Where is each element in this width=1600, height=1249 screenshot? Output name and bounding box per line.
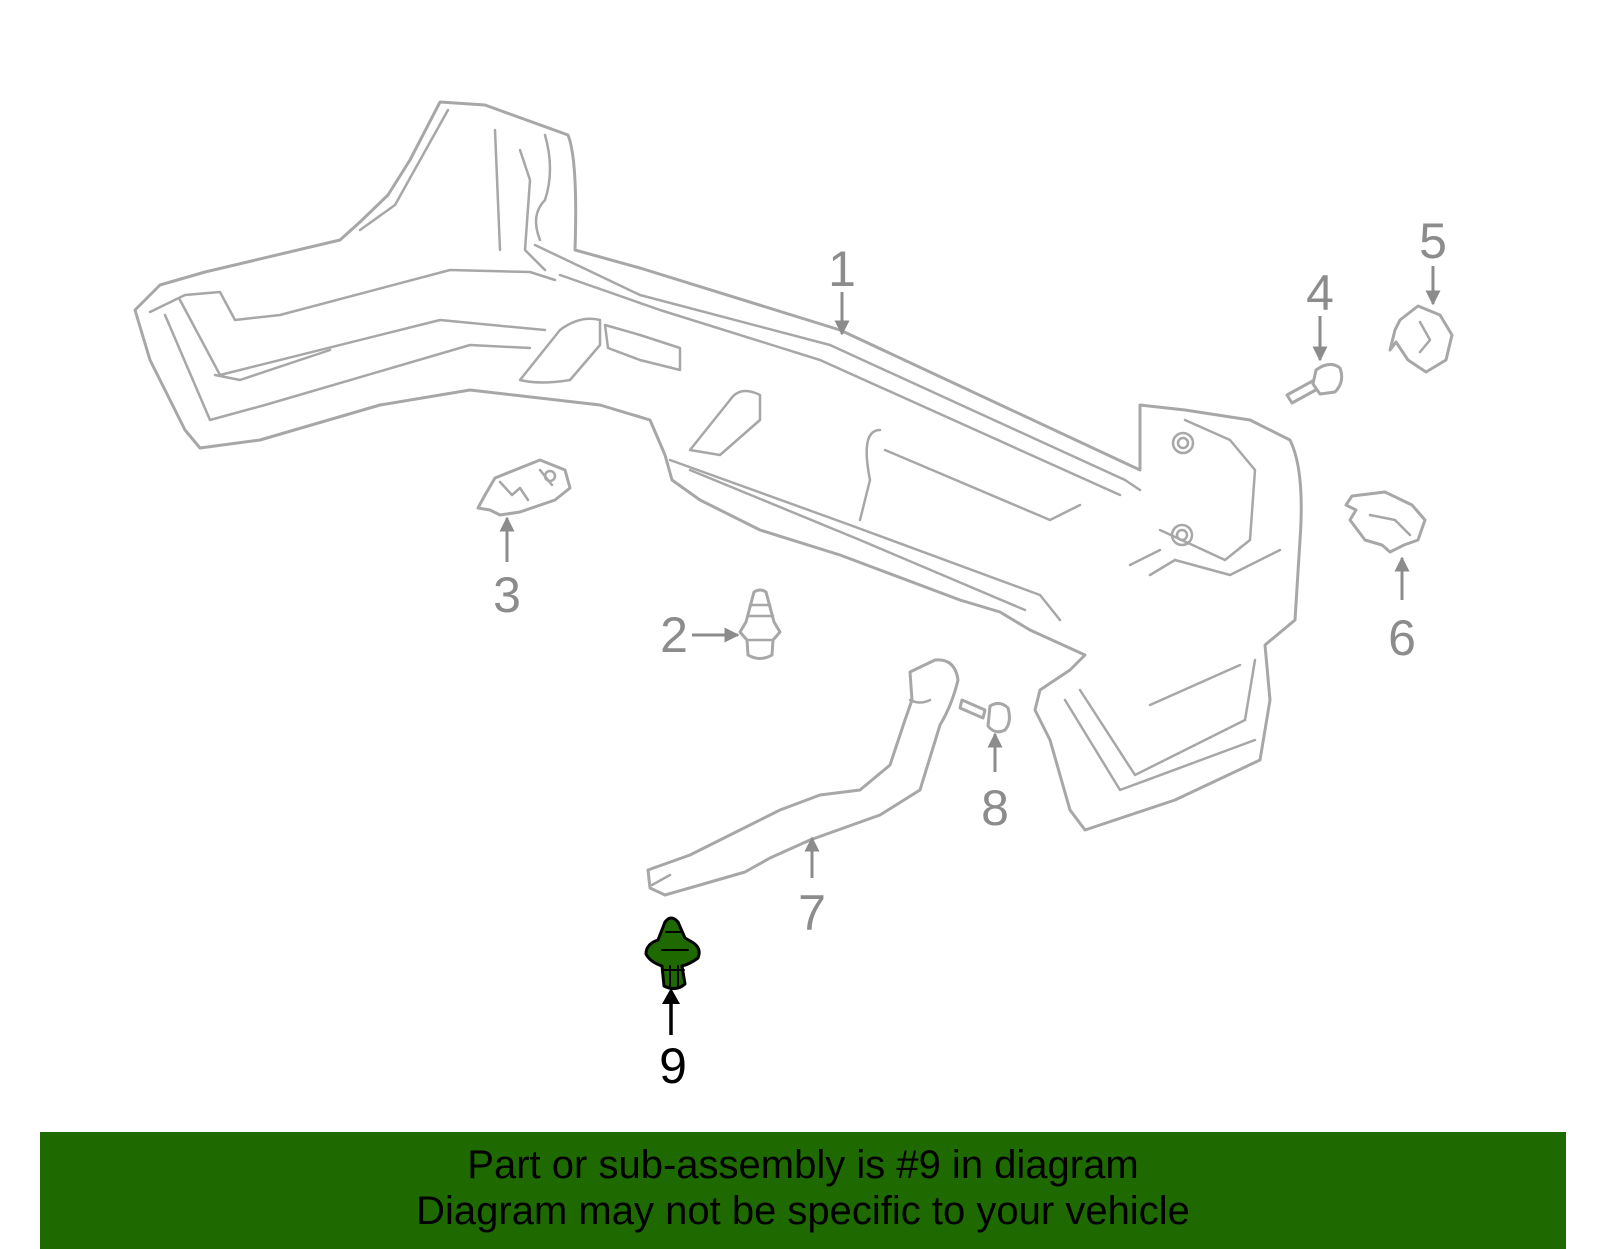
callout-label-5: 5 xyxy=(1419,213,1447,269)
callout-4: 4 xyxy=(1306,265,1334,362)
callout-2: 2 xyxy=(660,607,740,663)
bumper-cover-part-1 xyxy=(133,100,1303,832)
callout-6: 6 xyxy=(1388,556,1416,666)
retainer-part-5 xyxy=(1388,304,1454,374)
screw-part-8 xyxy=(958,698,1011,734)
banner-line-2: Diagram may not be specific to your vehi… xyxy=(416,1189,1190,1233)
callout-label-1: 1 xyxy=(828,241,856,297)
callout-9: 9 xyxy=(659,988,687,1094)
callout-8: 8 xyxy=(981,732,1009,836)
bolt-part-4 xyxy=(1285,363,1344,405)
callout-1: 1 xyxy=(828,241,856,336)
bracket-part-3 xyxy=(476,458,572,517)
stay-part-7 xyxy=(646,658,960,897)
callout-label-6: 6 xyxy=(1388,610,1416,666)
callout-label-7: 7 xyxy=(798,885,826,941)
callout-label-8: 8 xyxy=(981,780,1009,836)
callout-label-4: 4 xyxy=(1306,265,1334,321)
banner-line-1: Part or sub-assembly is #9 in diagram xyxy=(467,1143,1139,1187)
callout-label-9: 9 xyxy=(659,1038,687,1094)
clip-part-9 xyxy=(644,916,701,991)
callout-3: 3 xyxy=(493,516,521,623)
callout-label-3: 3 xyxy=(493,567,521,623)
bracket-part-6 xyxy=(1344,490,1427,554)
callout-label-2: 2 xyxy=(660,607,688,663)
callout-5: 5 xyxy=(1419,213,1447,306)
callout-7: 7 xyxy=(798,836,826,941)
info-banner: Part or sub-assembly is #9 in diagram Di… xyxy=(40,1132,1566,1249)
clip-part-2 xyxy=(738,588,782,660)
